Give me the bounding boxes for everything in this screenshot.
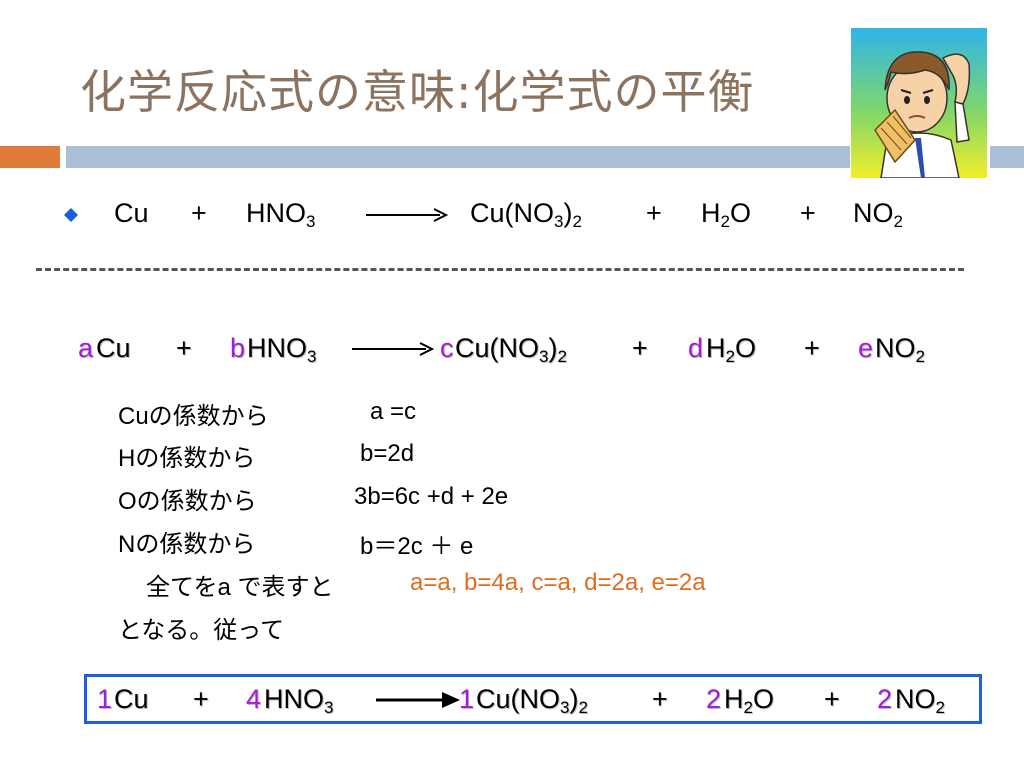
- eq1-plus-3: +: [800, 198, 816, 228]
- eq1-h2o: H2O: [701, 198, 751, 231]
- diamond-bullet-icon: [64, 208, 78, 222]
- dashed-divider: [36, 268, 964, 271]
- solution-text: a=a, b=4a, c=a, d=2a, e=2a: [410, 569, 706, 596]
- eq1-cuno3: Cu(NO3)2: [470, 198, 582, 231]
- eq3-cu: Cu: [114, 684, 149, 714]
- thinking-person-illustration: [851, 28, 987, 178]
- eq3-coef-1: 1: [97, 684, 113, 714]
- line-value: 3b=6c +d + 2e: [354, 483, 509, 510]
- line-label: Hの係数から: [118, 445, 256, 472]
- eq3-hno3: HNO3: [264, 684, 334, 717]
- eq3-cuno3: Cu(NO3)2: [476, 684, 588, 717]
- eq2-plus-3: +: [804, 333, 820, 363]
- eq1-no2: NO2: [853, 198, 903, 231]
- eq2-coef-d: d: [688, 333, 704, 363]
- line-value: a =c: [370, 398, 417, 425]
- accent-bar-blue: [66, 146, 850, 168]
- accent-bar-blue-right: [990, 146, 1024, 168]
- line-label: Oの係数から: [118, 488, 257, 515]
- eq3-coef-2: 2: [706, 684, 722, 714]
- accent-bar-orange: [0, 146, 60, 168]
- express-label: 全てをa で表すと: [146, 574, 334, 601]
- line-value: b=2d: [360, 440, 415, 467]
- eq2-coef-e: e: [858, 333, 874, 363]
- eq1-plus-1: +: [191, 198, 207, 228]
- eq2-coef-a: a: [78, 333, 94, 363]
- right-arrow-icon: [352, 342, 434, 356]
- eq1-cu: Cu: [114, 198, 149, 228]
- line-label: Nの係数から: [118, 531, 256, 558]
- eq3-coef-2b: 2: [877, 684, 893, 714]
- eq2-no2: NO2: [875, 333, 925, 366]
- eq2-cu: Cu: [96, 333, 131, 363]
- eq3-coef-4: 4: [246, 684, 262, 714]
- eq2-cuno3: Cu(NO3)2: [455, 333, 567, 366]
- final-equation-box: [84, 674, 982, 724]
- line-value: b＝2c ＋ e: [360, 533, 474, 560]
- eq3-coef-1b: 1: [459, 684, 475, 714]
- eq3-plus-2: +: [652, 684, 668, 714]
- eq2-coef-b: b: [230, 333, 246, 363]
- eq3-no2: NO2: [895, 684, 945, 717]
- eq3-h2o: H2O: [724, 684, 774, 717]
- right-arrow-icon: [376, 692, 460, 708]
- conclusion-text: となる。従って: [118, 617, 285, 644]
- eq2-plus-1: +: [176, 333, 192, 363]
- eq2-h2o: H2O: [706, 333, 756, 366]
- eq1-plus-2: +: [646, 198, 662, 228]
- eq2-hno3: HNO3: [247, 333, 317, 366]
- line-label: Cuの係数から: [118, 403, 269, 430]
- eq3-plus-3: +: [824, 684, 840, 714]
- eq1-hno3: HNO3: [246, 198, 316, 231]
- right-arrow-icon: [366, 208, 448, 222]
- eq2-coef-c: c: [440, 333, 454, 363]
- eq2-plus-2: +: [632, 333, 648, 363]
- eq3-plus-1: +: [193, 684, 209, 714]
- slide-title: 化学反応式の意味:化学式の平衡: [80, 65, 755, 119]
